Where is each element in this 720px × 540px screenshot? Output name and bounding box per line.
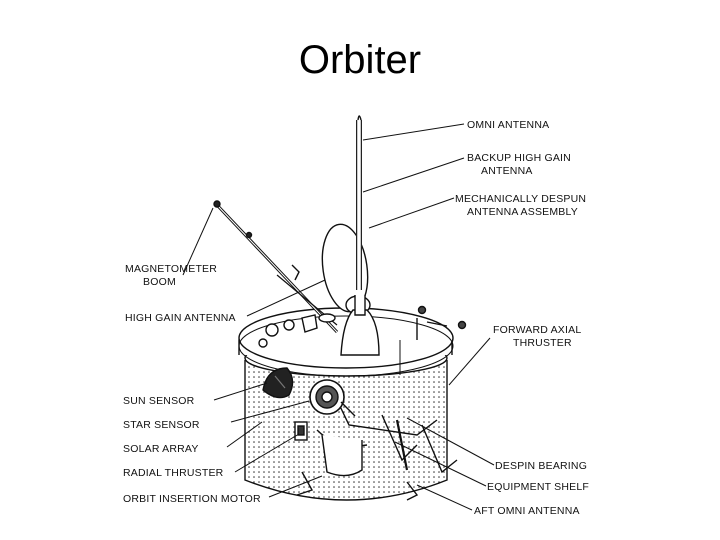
label-sun-sensor: SUN SENSOR — [123, 395, 195, 407]
label-forward-axial-line1: FORWARD AXIAL — [493, 324, 581, 336]
spacecraft-illustration — [213, 115, 467, 501]
forward-thrusters — [399, 305, 467, 375]
label-magnetometer-line2: BOOM — [143, 276, 176, 288]
diagram-labels: OMNI ANTENNA BACKUP HIGH GAIN ANTENNA ME… — [123, 119, 589, 517]
sun-sensor — [262, 367, 294, 399]
label-high-gain-antenna: HIGH GAIN ANTENNA — [125, 312, 236, 324]
label-radial-thruster: RADIAL THRUSTER — [123, 467, 224, 479]
label-star-sensor: STAR SENSOR — [123, 419, 200, 431]
orbiter-diagram: OMNI ANTENNA BACKUP HIGH GAIN ANTENNA ME… — [117, 100, 607, 525]
aft-section — [296, 399, 458, 501]
label-omni-antenna: OMNI ANTENNA — [467, 119, 549, 131]
label-equipment-shelf: EQUIPMENT SHELF — [487, 481, 589, 493]
label-backup-high-gain-line2: ANTENNA — [481, 165, 533, 177]
label-despin-bearing: DESPIN BEARING — [495, 460, 587, 472]
orbiter-diagram-svg: OMNI ANTENNA BACKUP HIGH GAIN ANTENNA ME… — [123, 115, 589, 517]
label-backup-high-gain-line1: BACKUP HIGH GAIN — [467, 152, 571, 164]
label-forward-axial-line2: THRUSTER — [513, 337, 572, 349]
star-sensor — [309, 379, 356, 417]
slide-title: Orbiter — [298, 38, 422, 82]
radial-thruster — [294, 421, 308, 441]
magnetometer-boom — [213, 200, 339, 334]
despun-antenna-assembly — [321, 115, 380, 356]
label-aft-omni-antenna: AFT OMNI ANTENNA — [474, 505, 580, 517]
label-despun-line1: MECHANICALLY DESPUN — [455, 193, 586, 205]
deck-instruments — [258, 313, 336, 348]
leader-lines — [182, 123, 495, 511]
label-magnetometer-line1: MAGNETOMETER — [125, 263, 217, 275]
label-solar-array: SOLAR ARRAY — [123, 443, 199, 455]
label-orbit-insertion-motor: ORBIT INSERTION MOTOR — [123, 493, 261, 505]
label-despun-line2: ANTENNA ASSEMBLY — [467, 206, 578, 218]
